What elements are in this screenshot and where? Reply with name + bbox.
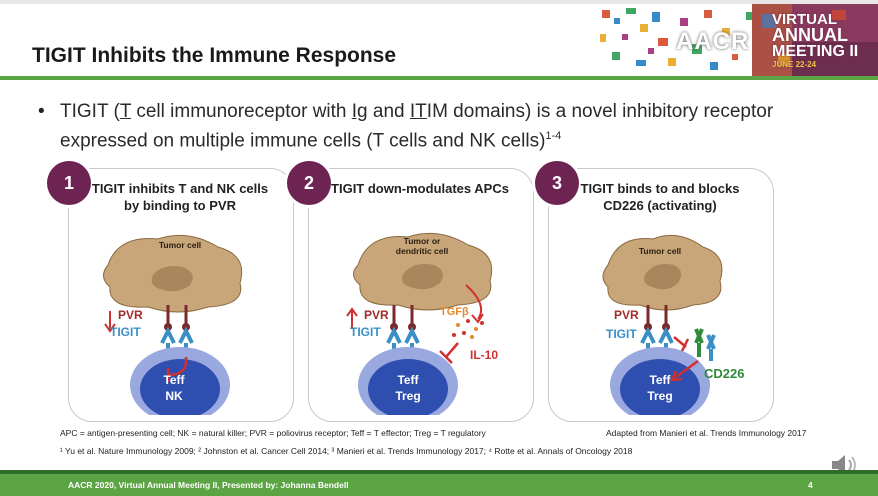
bullet-mid1: cell immunoreceptor with <box>131 101 352 122</box>
adapted-from-note: Adapted from Manieri et al. Trends Immun… <box>606 428 807 438</box>
panel-1-tigit-label: TIGIT <box>110 325 141 339</box>
footer-bar <box>0 474 878 496</box>
panel-1-number: 1 <box>47 161 91 205</box>
panel-2-cell-line2: Treg <box>395 389 421 403</box>
bullet-text: TIGIT (T cell immunoreceptor with Ig and… <box>60 99 780 153</box>
logo-line-2: ANNUAL <box>772 25 848 45</box>
panel-2-number: 2 <box>287 161 331 205</box>
bullet-sup: 1-4 <box>545 130 562 142</box>
meeting-logo <box>592 4 878 80</box>
panel-3-tumor-label: Tumor cell <box>638 246 682 256</box>
meeting-title-text: VIRTUAL ANNUAL MEETING II JUNE 22-24 <box>772 12 858 69</box>
panel-1-diagram <box>103 234 243 415</box>
panel-2-tigit-label: TIGIT <box>350 325 381 339</box>
bullet-mid2: and <box>367 101 410 122</box>
panel-2-tumor-label: Tumor or dendritic cell <box>395 236 449 256</box>
logo-line-3: MEETING II <box>772 43 859 60</box>
presenter-credit: AACR 2020, Virtual Annual Meeting II, Pr… <box>68 480 349 490</box>
panel-2-tgf-label: TGFβ <box>440 306 469 318</box>
title-underline <box>0 76 878 80</box>
panel-3-diagram <box>602 234 723 415</box>
logo-line-4: JUNE 22-24 <box>772 60 817 69</box>
panel-2-cell-line1: Teff <box>397 373 419 387</box>
panel-2-diagram <box>346 232 493 415</box>
panel-3-cell-line2: Treg <box>647 389 673 403</box>
logo-line-1: VIRTUAL <box>772 11 837 28</box>
panel-3-pvr-label: PVR <box>614 308 639 322</box>
slide-title: TIGIT Inhibits the Immune Response <box>32 44 397 67</box>
panel-1-tumor-label: Tumor cell <box>158 240 202 250</box>
panel-1-title: TIGIT inhibits T and NK cells by binding… <box>91 181 269 213</box>
bullet-it: IT <box>409 101 427 122</box>
abbreviations-footnote: APC = antigen-presenting cell; NK = natu… <box>60 428 486 438</box>
footer-accent <box>0 470 878 474</box>
bullet-post: IM domains) is a novel inhibitory recept… <box>60 101 774 152</box>
bullet-marker: • <box>38 101 45 122</box>
panel-1-cell-line1: Teff <box>163 373 185 387</box>
panel-2-title: TIGIT down-modulates APCs <box>331 181 509 196</box>
mosaic-pattern <box>592 4 878 80</box>
bullet-t: T <box>119 101 132 122</box>
panel-2-il10-label: IL-10 <box>470 348 499 362</box>
panel-2-pvr-label: PVR <box>364 308 389 322</box>
panel-3-title: TIGIT binds to and blocks CD226 (activat… <box>580 181 740 213</box>
panel-3-number: 3 <box>535 161 579 205</box>
panel-3-cd226-label: CD226 <box>704 366 745 381</box>
page-number: 4 <box>808 480 813 490</box>
panel-1-cell-line2: NK <box>165 389 183 403</box>
top-border <box>0 0 878 4</box>
panel-3-cell-line1: Teff <box>649 373 671 387</box>
aacr-logo-text: AACR <box>676 28 750 55</box>
bullet-ig: Ig <box>351 101 368 122</box>
references-footnote: ¹ Yu et al. Nature Immunology 2009; ² Jo… <box>60 446 633 456</box>
bullet-pre: TIGIT ( <box>60 101 120 122</box>
panel-3-tigit-label: TIGIT <box>606 327 637 341</box>
panel-1-pvr-label: PVR <box>118 308 143 322</box>
